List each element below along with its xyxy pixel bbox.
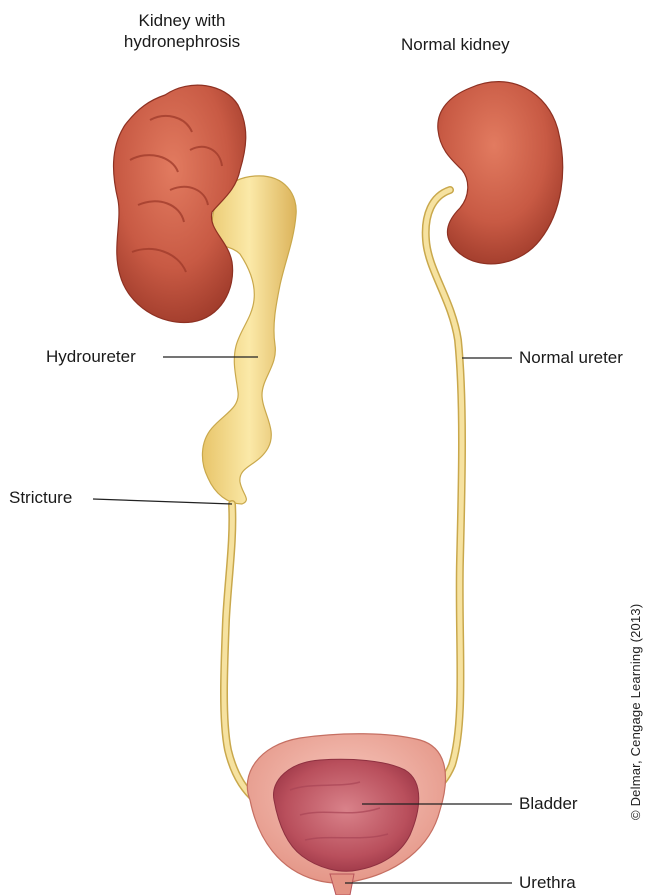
urethra-label: Urethra xyxy=(519,872,576,893)
normal-kidney-label: Normal kidney xyxy=(401,34,510,55)
bladder-shape xyxy=(247,734,445,895)
hydroureter-shape xyxy=(202,176,296,504)
stricture-leader xyxy=(93,499,232,504)
kidney-hydronephrosis-label: Kidney with hydronephrosis xyxy=(112,10,252,52)
copyright-credit: © Delmar, Cengage Learning (2013) xyxy=(628,604,643,820)
normal-kidney-shape xyxy=(438,82,563,264)
stricture-label: Stricture xyxy=(9,487,72,508)
urethra-shape xyxy=(330,874,354,895)
kidney-hydronephrosis-label-line2: hydronephrosis xyxy=(112,31,252,52)
normal-ureter-shape xyxy=(426,190,462,798)
hydroureter-label: Hydroureter xyxy=(46,346,136,367)
kidney-hydronephrosis-label-line1: Kidney with xyxy=(112,10,252,31)
bladder-label: Bladder xyxy=(519,793,578,814)
normal-ureter-label: Normal ureter xyxy=(519,347,623,368)
